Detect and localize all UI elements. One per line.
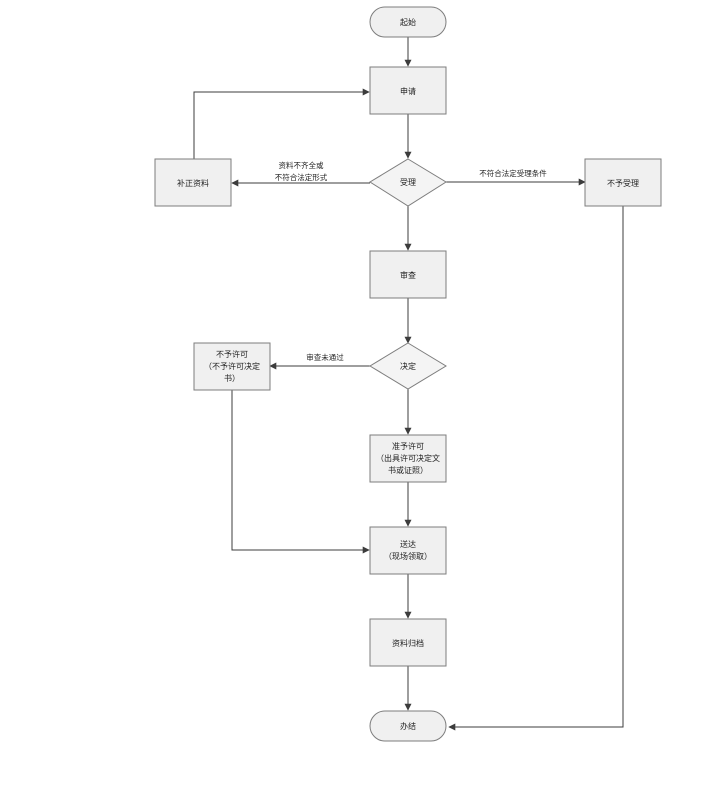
node-supplement-label: 补正资料 <box>177 178 209 188</box>
node-reject: 不予受理 <box>584 158 662 207</box>
node-decide: 决定 <box>369 342 447 390</box>
node-deliver-line1: 送达 <box>400 539 416 549</box>
edge-supplement-apply <box>193 88 370 159</box>
edge-deny-deliver <box>231 390 370 554</box>
node-reject-label: 不予受理 <box>607 178 639 188</box>
node-start: 起始 <box>369 6 447 38</box>
node-deliver: 送达 （现场领取） <box>369 526 447 575</box>
label-incomplete-line2: 不符合法定形式 <box>275 172 328 182</box>
node-decide-label: 决定 <box>400 361 416 371</box>
node-accept-label: 受理 <box>400 177 416 187</box>
label-incomplete-line1: 资料不齐全或 <box>279 160 324 170</box>
node-end: 办结 <box>369 710 447 742</box>
node-archive: 资料归档 <box>369 618 447 667</box>
node-approve-line3: 书或证照） <box>388 465 428 475</box>
node-review: 审查 <box>369 250 447 299</box>
node-review-label: 审查 <box>400 270 416 280</box>
edge-labels: 资料不齐全或 不符合法定形式 不符合法定受理条件 审查未通过 <box>275 160 547 362</box>
node-approve-line1: 准予许可 <box>392 441 424 451</box>
connectors <box>193 37 624 731</box>
node-apply: 申请 <box>369 66 447 115</box>
edge-reject-end <box>448 206 624 731</box>
node-end-label: 办结 <box>400 721 416 731</box>
label-review-failed: 审查未通过 <box>306 352 344 362</box>
node-deny-line1: 不予许可 <box>216 349 248 359</box>
label-not-eligible: 不符合法定受理条件 <box>479 168 547 178</box>
node-deny: 不予许可 （不予许可决定 书） <box>193 342 271 391</box>
node-deliver-line2: （现场领取） <box>384 551 432 561</box>
node-supplement: 补正资料 <box>154 158 232 207</box>
node-accept: 受理 <box>369 158 447 207</box>
node-approve-line2: （出具许可决定文 <box>376 453 440 463</box>
node-archive-label: 资料归档 <box>392 638 424 648</box>
node-apply-label: 申请 <box>400 86 416 96</box>
node-deny-line2: （不予许可决定 <box>204 361 260 371</box>
node-deny-line3: 书） <box>224 373 240 383</box>
node-start-label: 起始 <box>400 17 416 27</box>
node-approve: 准予许可 （出具许可决定文 书或证照） <box>369 434 447 483</box>
